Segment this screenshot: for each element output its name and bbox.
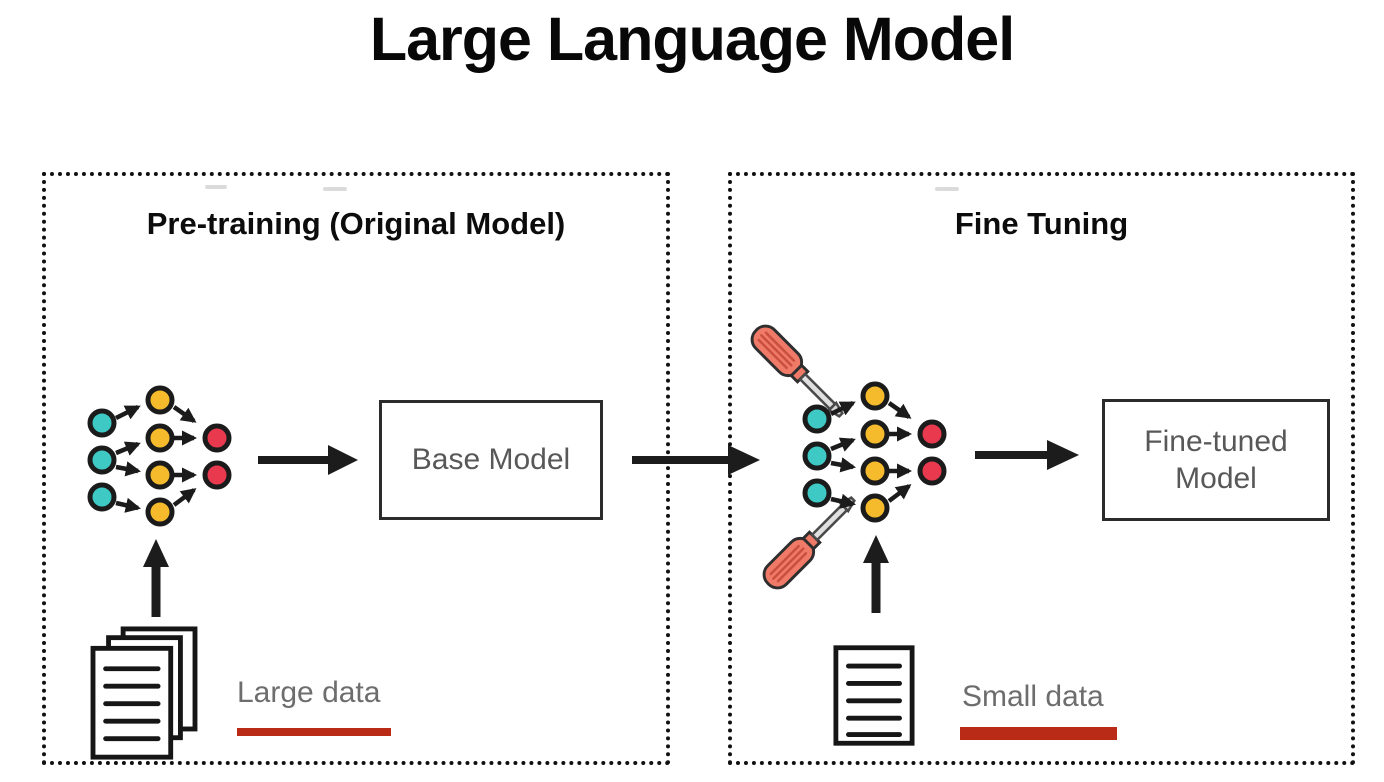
smudge-artifact — [205, 185, 227, 189]
pretraining-panel — [42, 172, 670, 765]
fine-tuning-header: Fine Tuning — [954, 206, 1129, 241]
documents-stack-icon — [90, 626, 198, 760]
fine-tuned-model-label: Fine-tuned Model — [1144, 424, 1288, 496]
right-arrow-icon — [258, 445, 358, 475]
flow-arrow-icon — [632, 445, 760, 475]
base-model-label: Base Model — [411, 443, 571, 477]
large-data-label: Large data — [237, 676, 381, 709]
neural-network-icon — [802, 381, 947, 523]
screwdriver-icon — [762, 496, 856, 590]
smudge-artifact — [935, 187, 959, 191]
red-underline — [237, 728, 391, 736]
smudge-artifact — [323, 187, 347, 191]
neural-network-icon — [87, 385, 232, 527]
small-data-label: Small data — [962, 680, 1104, 713]
document-icon — [833, 645, 915, 746]
right-arrow-icon — [975, 440, 1079, 470]
main-title: Large Language Model — [369, 5, 1015, 73]
base-model-box: Base Model — [379, 400, 603, 520]
pretraining-header: Pre-training (Original Model) — [146, 206, 566, 241]
up-arrow-icon — [863, 535, 889, 613]
red-underline — [960, 727, 1117, 740]
screwdriver-icon — [750, 324, 844, 418]
up-arrow-icon — [143, 539, 169, 617]
fine-tuned-model-box: Fine-tuned Model — [1102, 399, 1330, 521]
